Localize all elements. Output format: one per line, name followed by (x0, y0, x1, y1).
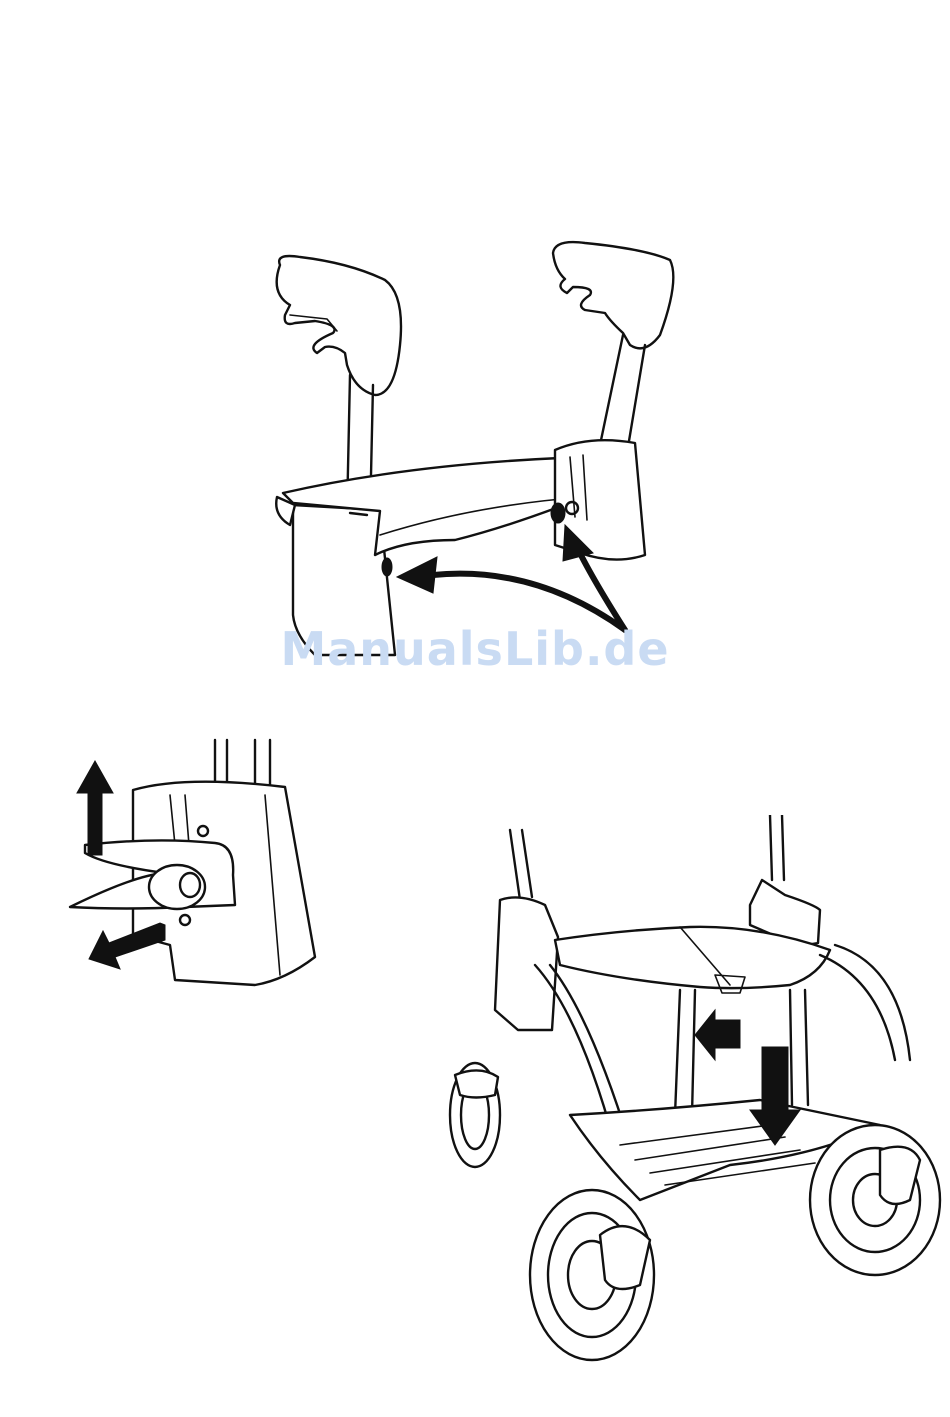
rear-right-wheel (810, 1125, 940, 1275)
right-handle-tube (770, 815, 784, 880)
release-knob (149, 865, 205, 909)
left-handle-grip (277, 256, 401, 395)
right-locking-pin (551, 503, 565, 523)
arrow-up-icon (77, 761, 113, 855)
front-left-wheel (530, 1190, 654, 1360)
arrow-left-icon (695, 1010, 740, 1060)
right-handle-grip (553, 242, 673, 348)
right-post (600, 335, 645, 453)
rollator-drawing (440, 815, 945, 1415)
figure-seat-mounting (255, 235, 675, 680)
left-frame-block (495, 897, 558, 1030)
rear-left-wheel (450, 1063, 500, 1167)
lock-release-drawing (65, 735, 330, 995)
left-handle-tube (510, 830, 532, 900)
frame-posts (215, 740, 270, 787)
arrow-to-left-pin-icon (397, 557, 437, 593)
seat-mounting-drawing (255, 235, 675, 680)
arrow-out-icon (89, 923, 165, 969)
left-locking-pin (382, 558, 392, 576)
figure-rollator-folding (440, 815, 945, 1415)
figure-lock-release (65, 735, 330, 995)
